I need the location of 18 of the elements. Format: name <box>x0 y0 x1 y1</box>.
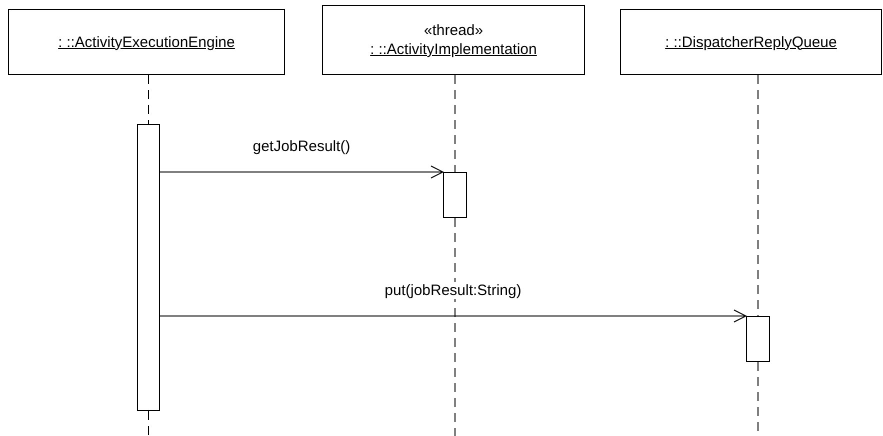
activation-bar <box>137 124 160 411</box>
stereotype: «thread» <box>424 21 484 40</box>
lifeline <box>148 410 149 436</box>
activation-bar <box>746 316 770 362</box>
object-box <box>322 5 585 75</box>
activation-bar <box>443 172 467 218</box>
lifeline <box>148 74 149 124</box>
message-label: put(jobResult:String) <box>384 282 522 299</box>
message-label: getJobResult() <box>252 138 350 155</box>
lifeline <box>454 218 456 436</box>
message-arrow <box>160 310 746 322</box>
object-name: : ::ActivityExecutionEngine <box>58 32 235 52</box>
lifeline <box>454 74 456 172</box>
object-box <box>620 9 882 75</box>
message-arrow <box>160 166 444 178</box>
object-name: : ::DispatcherReplyQueue <box>665 32 837 52</box>
object-box <box>8 9 285 75</box>
object-name: : ::ActivityImplementation <box>370 40 537 59</box>
